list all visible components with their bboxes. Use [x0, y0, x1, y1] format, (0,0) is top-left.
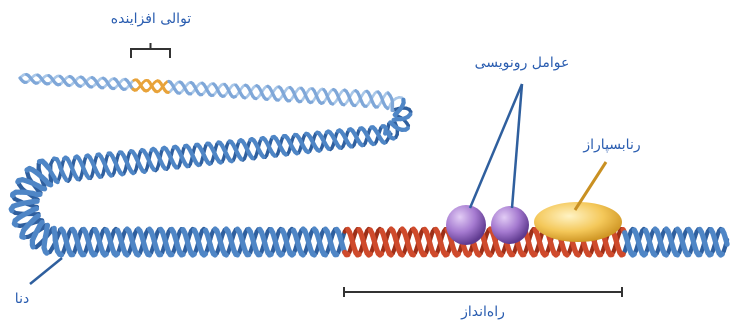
dna-strand-front: [342, 104, 344, 105]
dna-strand-front: [292, 254, 294, 255]
dna-strand-front: [676, 254, 678, 255]
dna-strand-front: [230, 141, 232, 142]
dna-strand-front: [18, 181, 19, 182]
dna-strand-front: [225, 254, 227, 255]
dna-strand-front: [262, 138, 264, 139]
dna-strand-front: [270, 254, 272, 255]
dna-strand-front: [588, 254, 590, 255]
dna-strand-front: [478, 254, 480, 255]
dna-strand-front: [457, 254, 459, 255]
enhancer-label: توالی افزاینده: [96, 12, 206, 26]
dna-strand-front: [234, 97, 236, 98]
dna-strand-front: [142, 150, 144, 151]
transcription-factor-1: [446, 205, 486, 245]
dna-strand-front: [500, 254, 502, 255]
dna-strand-front: [412, 254, 414, 255]
promoter-bracket: [344, 287, 622, 297]
dna-strand-front: [566, 254, 568, 255]
dna-strand-front: [75, 157, 77, 158]
dna-strand-front: [556, 254, 558, 255]
dna-strand-front: [390, 254, 392, 255]
dna-strand-front: [644, 254, 646, 255]
dna-strand-front: [534, 254, 536, 255]
dna-strand-front: [174, 147, 176, 148]
dna-strand-front: [306, 134, 308, 135]
dna-strand-front: [14, 224, 15, 225]
dna-strand-front: [721, 254, 723, 255]
dna-strand-front: [131, 151, 133, 152]
dna-strand-front: [489, 254, 491, 255]
dna-strand-front: [281, 254, 283, 255]
dna-strand-front: [710, 254, 712, 255]
dna-strand-front: [137, 254, 139, 255]
dna-strand-front: [45, 252, 46, 253]
dna-strand-front: [156, 91, 158, 92]
dna-strand-front: [204, 254, 206, 255]
dna-strand-front: [163, 148, 165, 149]
dna-strand-front: [32, 245, 33, 247]
dna-strand-front: [331, 103, 333, 104]
dna-strand-front: [321, 103, 323, 104]
dna-strand-front: [446, 254, 448, 255]
dna-strand-front: [214, 254, 216, 255]
dna-strand-front: [395, 115, 396, 116]
dna-strand-front: [349, 129, 351, 130]
dna-strand-front: [126, 254, 128, 255]
promoter-label: راه‌انداز: [428, 305, 538, 319]
dna-strand-front: [27, 169, 30, 171]
dna-strand-front: [193, 254, 195, 255]
dna-strand-front: [358, 254, 360, 255]
dna-strand-front: [152, 149, 154, 150]
dna-strand-front: [302, 254, 304, 255]
dna-strand-front: [545, 254, 547, 255]
dna-strand-front: [79, 86, 81, 87]
rna-polymerase-label: رنابسپاراز: [562, 138, 662, 152]
dna-strand-front: [665, 254, 667, 255]
dna-strand-front: [254, 98, 256, 99]
transcription-factor-2: [491, 206, 529, 244]
dna-strand-front: [317, 133, 319, 134]
dna-strand-front: [654, 254, 656, 255]
dna-strand-front: [64, 158, 66, 159]
transcription-factors-label: عوامل رونویسی: [462, 56, 582, 70]
dna-strand-front: [219, 142, 221, 143]
dna-strand-front: [380, 254, 382, 255]
dna-strand-front: [116, 254, 118, 255]
dna-strand-front: [11, 209, 12, 211]
dna-strand-front: [327, 132, 329, 133]
dna-strand-front: [577, 254, 579, 255]
dna-strand-front: [313, 254, 315, 255]
dna-strand-front: [94, 254, 96, 255]
dna-strand-front: [622, 254, 624, 255]
dna-strand-front: [236, 254, 238, 255]
dna-strand-front: [633, 254, 635, 255]
dna-strand-front: [324, 254, 326, 255]
dna-strand-front: [387, 108, 388, 109]
dna-label: دنا: [2, 292, 42, 306]
dna-strand-front: [105, 254, 107, 255]
dna-strand-front: [468, 254, 470, 255]
dna-strand-front: [86, 156, 88, 157]
dna-strand-front: [239, 140, 241, 141]
polymerase-pointer: [575, 162, 606, 210]
dna-strand-front: [250, 139, 252, 140]
dna-strand-front: [726, 238, 728, 244]
dna-strand-front: [369, 254, 371, 255]
dna-strand-front: [54, 159, 57, 160]
dna-strand-front: [401, 254, 403, 255]
enhancer-bracket: [131, 43, 170, 58]
dna-strand-front: [338, 130, 340, 131]
dna-strand-front: [148, 254, 150, 255]
dna-strand-front: [22, 237, 24, 238]
dna-strand-front: [243, 97, 245, 98]
dna-pointer: [30, 258, 62, 284]
dna-strand-front: [182, 254, 184, 255]
dna-strand-front: [68, 85, 70, 86]
dna-strand-front: [60, 254, 62, 255]
